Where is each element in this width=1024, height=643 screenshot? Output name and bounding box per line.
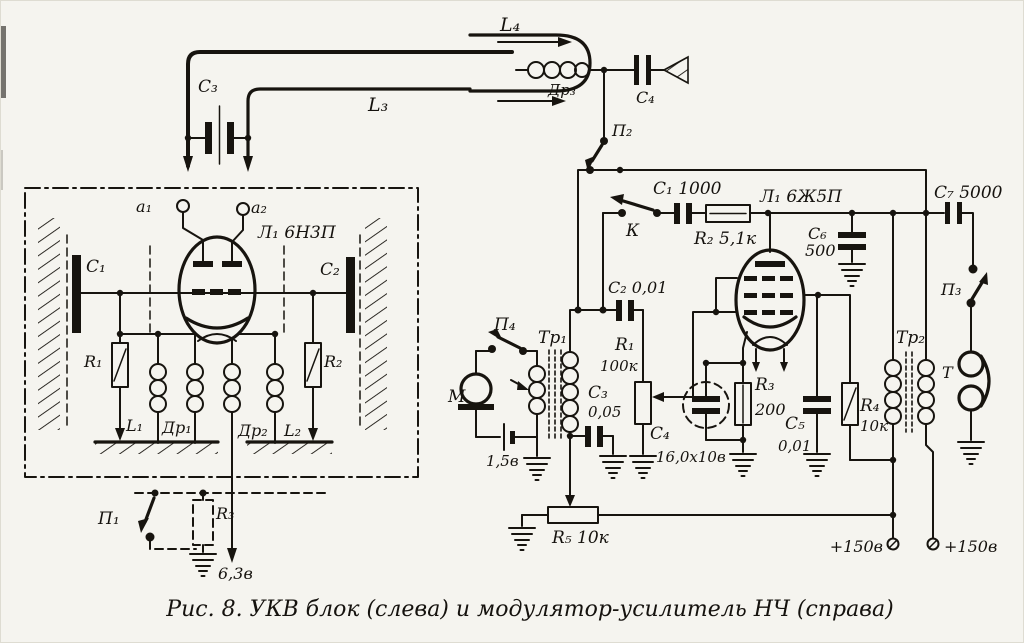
label-r3-value: 200: [754, 400, 786, 419]
coil-l2: [266, 333, 284, 444]
label-c5: C₅: [785, 414, 805, 434]
label-c4-mod: C₄: [650, 424, 670, 444]
label-c6-value: 500: [805, 241, 836, 260]
label-l4: L₄: [499, 14, 520, 36]
label-dr2: Др₂: [237, 421, 268, 440]
capacitor-c1-ukv: [72, 255, 81, 333]
terminal-b-plus-right[interactable]: [926, 537, 940, 551]
coil-dr2: [223, 338, 241, 553]
label-r2-mod: R₂ 5,1к: [693, 229, 757, 249]
screen-wall-right: [365, 218, 387, 430]
label-tube-6n3p: Л₁ 6Н3П: [257, 223, 337, 243]
label-r1-value: 100к: [600, 357, 638, 375]
capacitor-c7: [945, 202, 974, 267]
label-l3: L₃: [367, 94, 388, 116]
capacitor-c5: [803, 294, 831, 453]
resistor-r2-ukv: [304, 292, 322, 441]
label-r5: R₅ 10к: [551, 528, 610, 548]
label-l1: L₁: [125, 416, 143, 435]
label-r1-ukv: R₁: [83, 352, 102, 371]
antenna-feeder: L₄ L₃ C₃ Др₃ C₄ П₂: [183, 14, 689, 174]
label-b-plus-left: +150в: [830, 537, 883, 556]
switch-p3[interactable]: [966, 264, 989, 308]
label-heater-6-3v: 6,3в: [218, 564, 253, 583]
modulator-block: К C₁ 1000 R₂ 5,1к Л₁ 6Ж5П C₆ 500 C₇ 5000…: [447, 166, 1003, 556]
label-p2: П₂: [611, 121, 632, 140]
capacitor-c1-mod: [656, 203, 707, 224]
label-p4: П₄: [493, 315, 516, 335]
resistor-r4: [841, 382, 894, 461]
label-c2-mod: C₂ 0,01: [608, 278, 667, 297]
choke-dr3: [515, 61, 635, 79]
label-c7: C₇ 5000: [934, 183, 1003, 203]
label-c4-value: 16,0x10в: [656, 448, 726, 466]
resistor-r3-mod: [734, 362, 752, 453]
resistor-r1-ukv: [111, 292, 129, 441]
resistor-r2-mod: [705, 204, 769, 223]
label-tr1: Тр₁: [538, 328, 567, 348]
scan-smudge: [0, 26, 6, 98]
label-r1-mod: R₁: [614, 335, 635, 355]
scan-smudge: [0, 150, 3, 190]
switch-p1[interactable]: [138, 496, 197, 550]
label-c3-feeder: C₃: [198, 77, 218, 97]
heater-arrow: [227, 548, 237, 563]
label-a2: a₂: [251, 198, 267, 217]
label-tube-6zh5p: Л₁ 6Ж5П: [759, 187, 843, 207]
ukv-block: a₁ a₂ Л₁ 6Н3П C₁ C₂ R₁ R₂ L₁ Др₁ Др₂ L₂ …: [24, 187, 419, 583]
label-key-k: К: [625, 221, 640, 241]
label-c1-ukv: C₁: [86, 257, 106, 277]
label-c5-value: 0,01: [778, 437, 811, 455]
label-p3: П₃: [940, 280, 961, 299]
antenna-icon: [662, 55, 689, 85]
label-r4-value: 10к: [860, 417, 888, 435]
label-phones-t: Т: [942, 363, 954, 382]
label-mic-m: М: [447, 387, 466, 407]
label-a1: a₁: [136, 197, 152, 216]
label-b-plus-right: +150в: [944, 537, 997, 556]
label-c2-ukv: C₂: [320, 260, 340, 280]
label-c3-mod: C₃: [588, 383, 608, 403]
capacitor-c4-feeder: [634, 55, 665, 85]
label-r3-ukv: R₃: [215, 504, 234, 523]
label-dr3: Др₃: [547, 81, 576, 99]
label-c4-feeder: C₄: [636, 88, 655, 107]
label-battery-value: 1,5в: [486, 452, 519, 470]
potentiometer-r5[interactable]: [521, 435, 894, 527]
label-p1: П₁: [97, 509, 120, 529]
label-c6: C₆: [808, 224, 827, 243]
label-c3-value: 0,05: [588, 403, 621, 421]
label-l2: L₂: [283, 421, 301, 440]
capacitor-c4-electrolytic: [682, 362, 744, 441]
battery-1-5v: [503, 423, 538, 457]
tube-6n3p: [176, 199, 257, 345]
label-tr2: Тр₂: [896, 328, 925, 348]
potentiometer-r1-mod[interactable]: [634, 309, 652, 455]
capacitor-c2-mod: [616, 300, 644, 321]
terminal-b-plus-left[interactable]: [886, 537, 900, 551]
figure-caption: Рис. 8. УКВ блок (слева) и модулятор-уси…: [165, 597, 893, 622]
shield-border: [24, 187, 419, 478]
label-r2-ukv: R₂: [323, 352, 342, 371]
capacitor-c3-feeder: [184, 105, 252, 165]
label-r4: R₄: [859, 396, 880, 416]
label-dr1: Др₁: [161, 418, 192, 437]
coil-l1: [149, 333, 167, 444]
headphones-t: [957, 305, 991, 441]
capacitor-c2-ukv: [346, 257, 355, 333]
screen-wall-left: [38, 218, 60, 430]
label-c1-mod: C₁ 1000: [653, 179, 722, 199]
chassis-ground-bar: [93, 440, 334, 454]
coil-dr1: [186, 332, 204, 444]
capacitor-c6: [838, 212, 866, 263]
transformer-tr2: [884, 212, 935, 539]
resistor-r3-ukv: [192, 492, 214, 553]
coil-l4-loop: [468, 33, 592, 93]
microphone-m: [458, 350, 501, 438]
tube-6zh5p: [734, 212, 806, 372]
label-r3-mod: R₃: [754, 375, 775, 395]
capacitor-c3-mod: [569, 426, 614, 455]
